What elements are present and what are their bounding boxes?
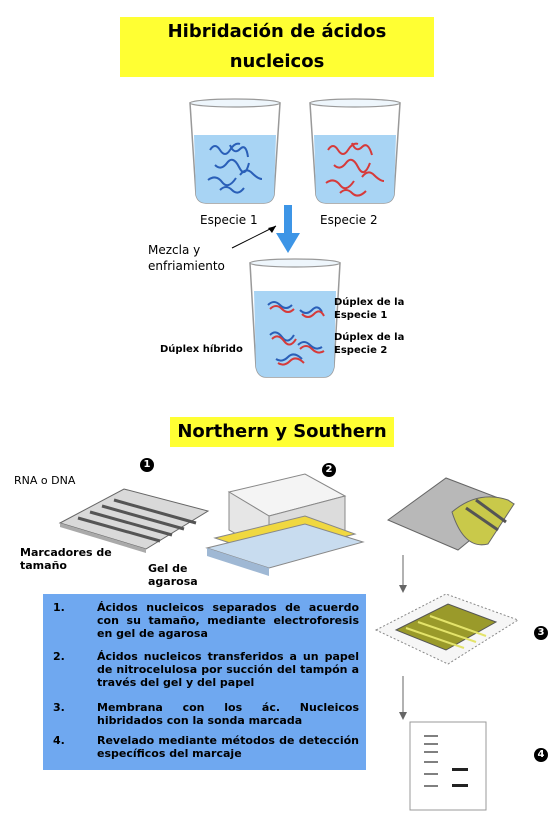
beaker-species-1 bbox=[189, 98, 281, 204]
duplex-species-1-label: Dúplex de la Especie 1 bbox=[334, 297, 405, 321]
size-markers-label: Marcadores de tamaño bbox=[20, 546, 112, 572]
step-3-number: 3. bbox=[53, 701, 65, 714]
mix-down-arrow bbox=[276, 205, 300, 253]
flow-arrow-down-2 bbox=[399, 676, 407, 720]
mix-cool-label: Mezcla y enfriamiento bbox=[148, 243, 225, 273]
hybridization-bag bbox=[374, 593, 520, 665]
beaker-species-2 bbox=[309, 98, 401, 204]
beaker-mixed bbox=[249, 258, 341, 378]
hybrid-duplex-label: Dúplex híbrido bbox=[160, 344, 243, 355]
species-2-label: Especie 2 bbox=[320, 213, 378, 227]
agarose-gel-label: Gel de agarosa bbox=[148, 562, 198, 588]
step-1-marker: 1 bbox=[140, 458, 154, 472]
autoradiograph-film bbox=[409, 721, 487, 811]
flow-arrow-down bbox=[399, 555, 407, 593]
procedure-steps-box: 1. Ácidos nucleicos separados de acuerdo… bbox=[43, 594, 366, 770]
step-4-marker: 4 bbox=[534, 748, 548, 762]
species-1-label: Especie 1 bbox=[200, 213, 258, 227]
step-1-number: 1. bbox=[53, 601, 65, 614]
membrane-peel bbox=[386, 477, 515, 551]
step-2-number: 2. bbox=[53, 650, 65, 663]
duplex-species-2-label: Dúplex de la Especie 2 bbox=[334, 332, 405, 356]
agarose-gel-tray bbox=[58, 488, 210, 553]
step-3-marker: 3 bbox=[534, 626, 548, 640]
transfer-stack bbox=[205, 473, 365, 576]
step-2-marker: 2 bbox=[322, 463, 336, 477]
step-3-text: Membrana con los ác. Nucleicos hibridado… bbox=[97, 701, 359, 727]
hybridization-title: Hibridación de ácidos nucleicos bbox=[120, 17, 434, 77]
step-4-number: 4. bbox=[53, 734, 65, 747]
rna-dna-label: RNA o DNA bbox=[14, 474, 76, 487]
step-1-text: Ácidos nucleicos separados de acuerdo co… bbox=[97, 601, 359, 640]
mix-pointer-line bbox=[231, 225, 277, 249]
step-4-text: Revelado mediante métodos de detección e… bbox=[97, 734, 359, 760]
northern-southern-title: Northern y Southern bbox=[170, 417, 394, 447]
step-2-text: Ácidos nucleicos transferidos a un papel… bbox=[97, 650, 359, 689]
